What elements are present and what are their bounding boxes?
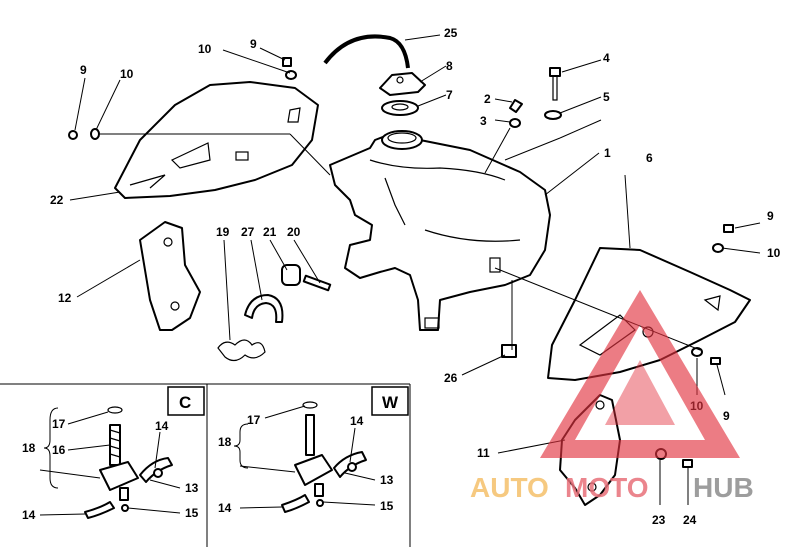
inset-w-leaders [233, 405, 376, 509]
callout-23: 23 [652, 513, 666, 527]
callout-12: 12 [58, 291, 72, 305]
screw-9-top [282, 57, 292, 67]
screw-9-lower [710, 357, 721, 365]
fuel-tank [329, 130, 551, 331]
inset-c-callout-17: 17 [52, 417, 66, 431]
clip-27 [244, 294, 284, 323]
callout-3: 3 [480, 114, 487, 128]
watermark-hub: HUB [693, 472, 754, 503]
inset-w-callout-17: 17 [247, 413, 261, 427]
inset-w-fuel-tap [281, 401, 367, 513]
callout-6: 6 [646, 151, 653, 165]
inset-w-callout-15: 15 [380, 499, 394, 513]
callout-11: 11 [477, 446, 490, 460]
callout-27: 27 [241, 225, 255, 239]
rubber-21 [281, 264, 301, 286]
inset-c-callout-18: 18 [22, 441, 36, 455]
inset-w-callout-14b: 14 [218, 501, 232, 515]
callout-20: 20 [287, 225, 301, 239]
cap-gasket [381, 100, 419, 116]
callout-10-top: 10 [198, 42, 212, 56]
inset-w-callout-14a: 14 [350, 414, 364, 428]
bracket-12 [139, 221, 201, 331]
callout-24: 24 [683, 513, 697, 527]
left-side-panel [114, 81, 319, 199]
callout-9-right: 9 [767, 209, 774, 223]
inset-c-callout-13: 13 [185, 481, 199, 495]
inset-w-label: W [382, 393, 399, 412]
callout-2: 2 [484, 92, 491, 106]
watermark-moto: MOTO [565, 472, 648, 503]
inset-w-callout-18: 18 [218, 435, 232, 449]
screw-2 [509, 99, 523, 113]
breather-hose [323, 34, 410, 69]
inset-c-callout-14b: 14 [22, 508, 36, 522]
callout-4: 4 [603, 51, 610, 65]
callout-25: 25 [444, 26, 458, 40]
leader-lines [69, 34, 761, 505]
bolt-4 [549, 67, 561, 101]
callout-9-lower: 9 [723, 409, 730, 423]
callout-1: 1 [604, 146, 611, 160]
screw-9-right [723, 224, 734, 233]
callout-22: 22 [50, 193, 64, 207]
inset-c-callout-15: 15 [185, 506, 199, 520]
callout-10-left: 10 [120, 67, 134, 81]
inset-c-callout-16: 16 [52, 443, 66, 457]
callout-9-top: 9 [250, 37, 257, 51]
callout-19: 19 [216, 225, 230, 239]
inset-c-label: C [179, 393, 191, 412]
grommet-3 [509, 118, 521, 128]
callout-21: 21 [263, 225, 277, 239]
callout-8: 8 [446, 59, 453, 73]
screw-9-left [68, 130, 78, 140]
screw-24 [682, 459, 693, 468]
inset-frame [0, 383, 411, 547]
callout-10-right: 10 [767, 246, 781, 260]
filler-cap [379, 72, 426, 96]
callout-5: 5 [603, 90, 610, 104]
inset-c-leaders [39, 407, 181, 516]
washer-10-left [90, 128, 100, 140]
watermark-logo: AUTO MOTO HUB [470, 290, 754, 503]
inset-c-fuel-tap [84, 406, 173, 519]
washer-5 [544, 110, 562, 120]
callout-26: 26 [444, 371, 458, 385]
callout-9-left: 9 [80, 63, 87, 77]
inset-c-callout-14a: 14 [155, 419, 169, 433]
callout-7: 7 [446, 88, 453, 102]
washer-10-right [712, 243, 724, 253]
inset-w-callout-13: 13 [380, 473, 394, 487]
spring-19 [217, 339, 266, 362]
watermark-auto: AUTO [470, 472, 549, 503]
